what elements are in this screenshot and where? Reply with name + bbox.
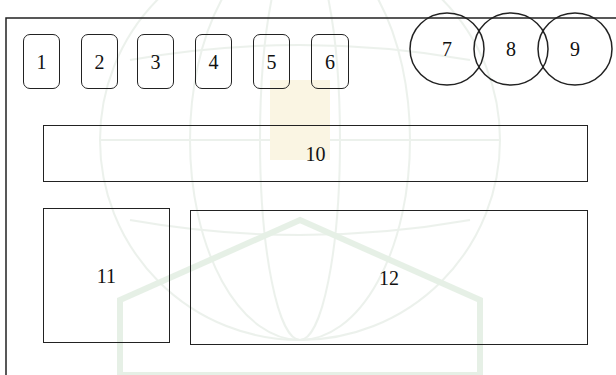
rounded-box: 5	[253, 34, 290, 89]
circle-shape	[474, 13, 548, 85]
circle-node: 9	[537, 12, 613, 86]
node-label: 3	[151, 51, 161, 73]
node-label: 9	[570, 38, 580, 60]
rounded-box: 3	[137, 34, 174, 89]
rounded-box: 2	[81, 34, 118, 89]
node-label: 6	[325, 51, 335, 73]
rounded-box: 4	[195, 34, 232, 89]
node-label: 10	[306, 143, 326, 165]
circle-shape	[410, 13, 484, 85]
node-label: 12	[379, 267, 399, 289]
rect-box: 12	[190, 210, 588, 345]
node-label: 11	[97, 265, 116, 287]
node-label: 4	[209, 51, 219, 73]
watermark-globe	[100, 0, 500, 375]
rounded-box: 1	[23, 34, 60, 89]
circle-shape	[538, 13, 612, 85]
node-label: 2	[95, 51, 105, 73]
node-label: 5	[267, 51, 277, 73]
rect-box: 10	[43, 125, 588, 182]
node-label: 8	[506, 38, 516, 60]
rect-box: 11	[43, 208, 170, 343]
frame-line	[6, 18, 616, 375]
node-label: 1	[37, 51, 47, 73]
node-label: 7	[442, 38, 452, 60]
rounded-box: 6	[311, 34, 349, 89]
